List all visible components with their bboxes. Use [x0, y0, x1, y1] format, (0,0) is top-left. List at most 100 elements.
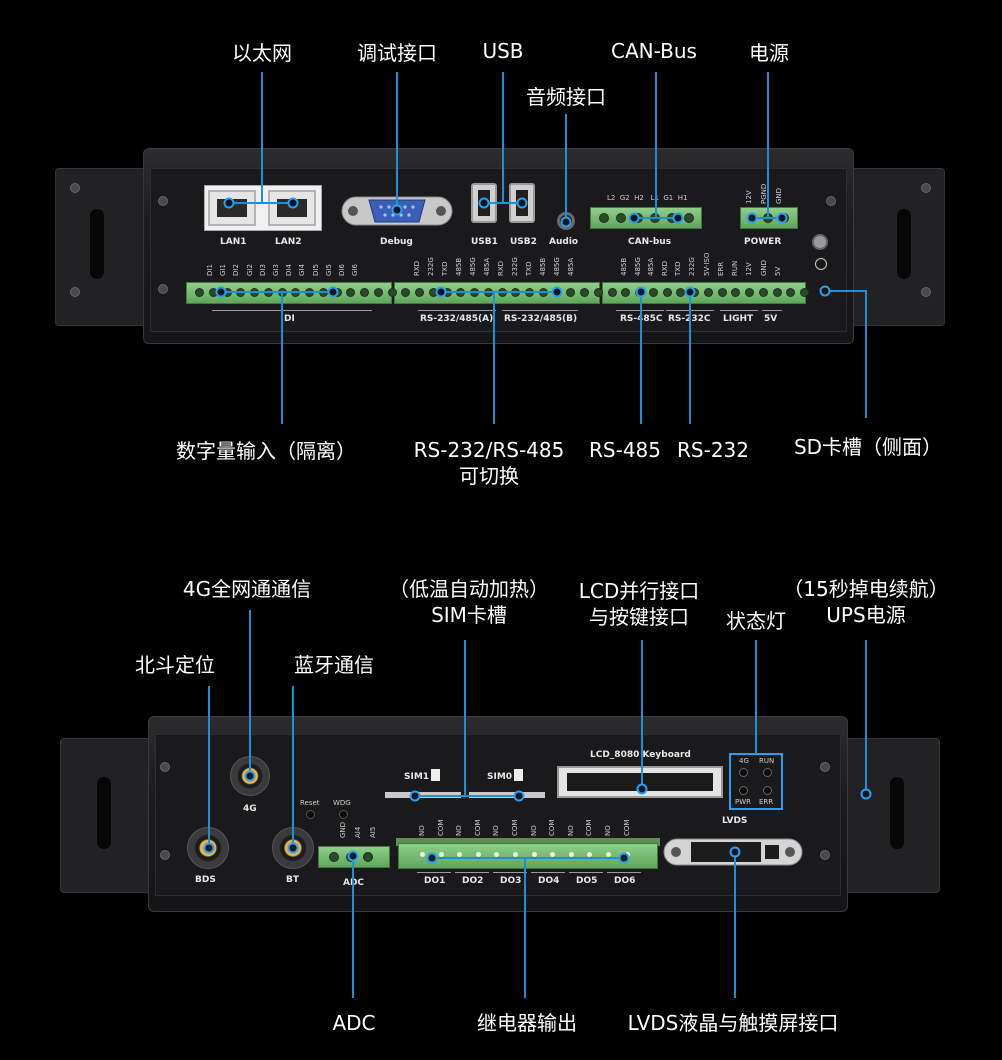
pin-label: 485A — [567, 257, 575, 276]
terminal-hole — [566, 288, 576, 297]
pin-label: 232G — [511, 257, 519, 276]
pin-label: TXD — [441, 261, 449, 276]
pin-label: GI5 — [324, 264, 333, 276]
terminal-hole — [593, 288, 603, 297]
di-label: DI — [284, 314, 295, 324]
pin-label: GND — [760, 259, 768, 276]
terminal-hole — [360, 288, 369, 297]
do-terminal-hole — [550, 852, 556, 857]
pin-label: 485G — [469, 257, 477, 276]
lan1-label: LAN1 — [220, 237, 247, 247]
do-terminal-hole — [606, 852, 611, 857]
callout-can: CAN-Bus — [611, 39, 697, 63]
do-pin-label: COM — [622, 819, 631, 836]
adc-pin-gnd: GND — [339, 821, 347, 838]
pin-label: RXD — [497, 260, 505, 276]
callout-status-led: 状态灯 — [726, 609, 786, 633]
power-label: POWER — [744, 237, 782, 247]
reset-button[interactable] — [306, 810, 315, 819]
callout-lvds: LVDS液晶与触摸屏接口 — [627, 1011, 839, 1035]
wdg-label: WDG — [333, 799, 351, 807]
pin-label: TXD — [525, 261, 533, 276]
do-terminal-hole — [531, 852, 537, 857]
do-label: DO4 — [538, 876, 560, 886]
bt-label: BT — [286, 875, 299, 885]
pin-label: DI4 — [285, 264, 294, 276]
do-terminal-hole — [438, 852, 444, 857]
terminal-hole — [717, 288, 727, 297]
do-pin-label: COM — [511, 819, 519, 836]
do-terminal-base — [396, 838, 660, 846]
pin-label: DI2 — [232, 264, 241, 276]
terminal-hole — [387, 288, 397, 297]
pin-label: 485A — [483, 257, 491, 276]
do-pin-label: NO — [566, 825, 575, 836]
terminal-hole — [648, 288, 658, 297]
bottom-faceplate — [155, 734, 841, 896]
left-bracket — [55, 168, 150, 326]
pin-label: DI1 — [206, 264, 214, 276]
terminal-hole — [415, 288, 424, 297]
callout-switchable: 可切换 — [459, 464, 519, 488]
callout-di: 数字量输入（隔离） — [176, 439, 356, 463]
do-label: DO6 — [614, 876, 636, 886]
led-err — [763, 786, 772, 795]
do-pin-label: COM — [436, 819, 445, 836]
do-terminal-hole — [513, 852, 518, 857]
callout-rs232-485: RS-232/RS-485 — [413, 438, 565, 462]
callout-lcd: LCD并行接口 — [578, 579, 700, 603]
terminal-hole — [195, 288, 204, 297]
do-pin-label: NO — [604, 825, 612, 836]
pin-label: ERR — [717, 261, 725, 276]
rs-a-label: RS-232/485(A) — [420, 314, 494, 324]
pin-label: RXD — [660, 260, 669, 276]
lcd-label: LCD_8080 Keyboard — [590, 750, 691, 760]
led-pwr-label: PWR — [735, 798, 752, 806]
4g-label: 4G — [243, 804, 257, 814]
reset-label: Reset — [300, 799, 320, 807]
callout-sim-heating: （低温自动加热） — [389, 577, 549, 601]
terminal-hole — [607, 288, 617, 297]
do-terminal-hole — [420, 852, 425, 857]
pin-label: 5V-ISO — [703, 252, 711, 276]
callout-audio: 音频接口 — [526, 85, 606, 109]
pin-label: 485G — [553, 257, 561, 276]
pin-label: GI1 — [219, 264, 228, 276]
terminal-hole — [401, 288, 411, 297]
terminal-hole — [703, 288, 713, 297]
do-label: DO1 — [424, 876, 446, 886]
pin-label: DI6 — [338, 264, 346, 276]
callout-sd: SD卡槽（侧面） — [793, 435, 943, 459]
terminal-hole — [346, 288, 356, 297]
lan2-label: LAN2 — [275, 237, 302, 247]
pin-label: 232G — [687, 257, 696, 276]
terminal-hole — [662, 288, 672, 297]
terminal-hole — [772, 288, 782, 297]
callout-adc: ADC — [332, 1011, 376, 1035]
pin-label: 12V — [745, 262, 753, 276]
terminal-hole — [745, 288, 754, 297]
adc-pin-ai4: AI4 — [354, 826, 362, 838]
led-run — [763, 768, 772, 777]
terminal-hole — [786, 288, 796, 297]
pin-label: GI2 — [245, 264, 254, 276]
lvds-label: LVDS — [722, 816, 748, 826]
status-led-panel — [729, 753, 783, 810]
pin-label: DI3 — [258, 264, 267, 276]
do-pin-label: NO — [455, 825, 464, 836]
usb2-label: USB2 — [510, 237, 537, 247]
power-pin-gnd: GND — [775, 187, 783, 204]
callout-debug: 调试接口 — [357, 41, 437, 65]
can-bus-label: CAN-bus — [628, 237, 672, 247]
lan1-port[interactable] — [208, 190, 256, 226]
pin-label: 485A — [647, 257, 655, 276]
pin-label: GI6 — [351, 264, 360, 276]
pin-label: 485B — [455, 257, 463, 276]
do-terminal-hole — [587, 852, 593, 857]
terminal-hole — [800, 288, 809, 297]
terminal-hole — [621, 288, 631, 297]
callout-bds: 北斗定位 — [135, 653, 215, 677]
do-pin-label: COM — [473, 819, 482, 836]
terminal-hole — [758, 288, 768, 297]
do-terminal-hole — [494, 852, 500, 857]
